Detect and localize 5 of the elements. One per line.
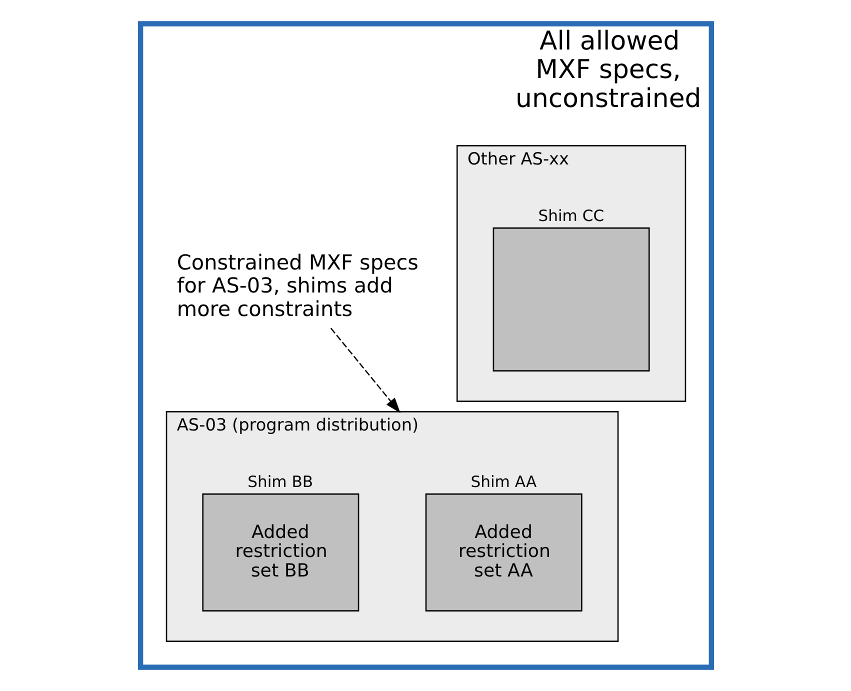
arrow <box>330 328 400 414</box>
node-label: Shim CC <box>538 207 604 226</box>
node-text: Constrained MXF specs for AS-03, shims add more constraints <box>176 250 418 322</box>
node-label: Shim AA <box>470 473 536 492</box>
node-label: Shim BB <box>247 473 313 492</box>
